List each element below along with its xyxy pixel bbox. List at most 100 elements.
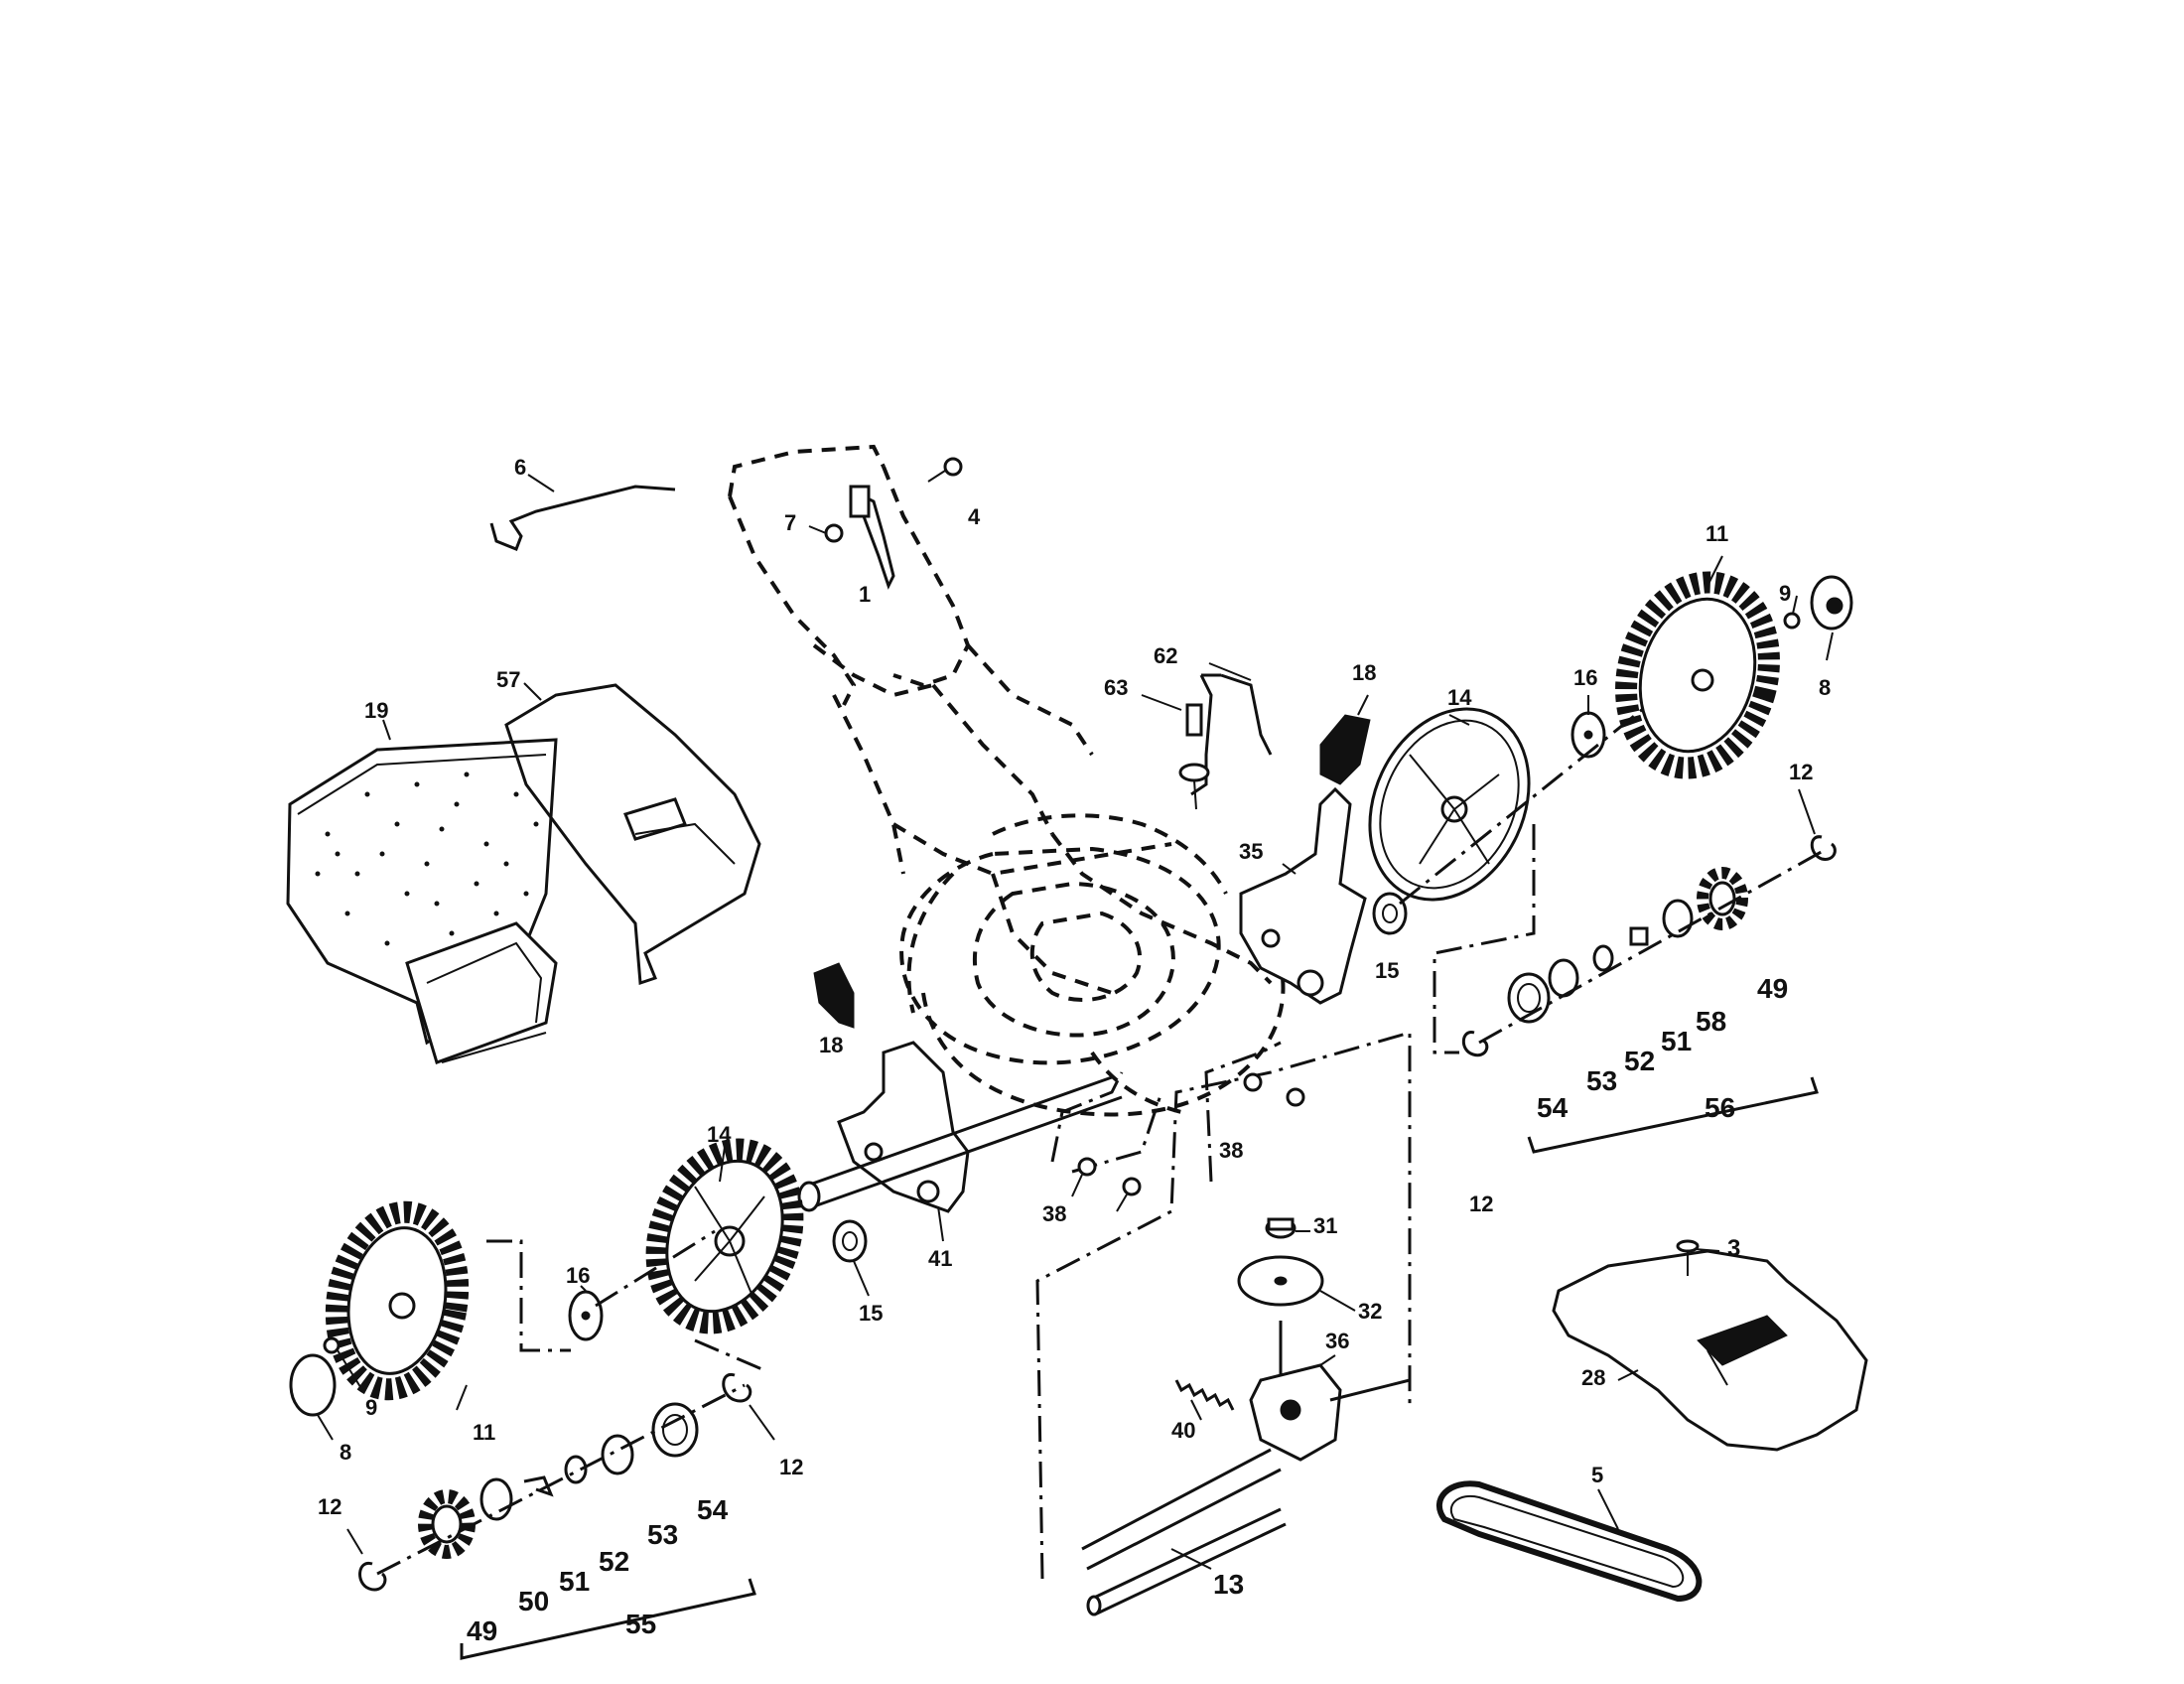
- label-9-right: 9: [1779, 581, 1791, 606]
- part-51-pawl-right: [1629, 926, 1649, 946]
- label-1: 1: [859, 582, 871, 607]
- part-19-grass-bag: [286, 738, 558, 1064]
- part-12-clip-left-lower: [358, 1561, 387, 1592]
- label-56: 56: [1705, 1092, 1735, 1123]
- part-38-nuts-left: [1071, 1157, 1142, 1212]
- part-63-bolt: [1178, 703, 1210, 810]
- bracket-transmission: [1035, 1031, 1412, 1580]
- label-15-left: 15: [859, 1301, 883, 1326]
- part-38-nuts-right: [1243, 1072, 1305, 1107]
- part-12-clip-left-upper: [722, 1372, 752, 1403]
- label-12-upper-left: 12: [779, 1455, 803, 1479]
- part-32-pulley: [1237, 1255, 1324, 1307]
- label-4: 4: [968, 504, 981, 529]
- part-58-washer-right: [1662, 899, 1694, 938]
- label-49-left: 49: [467, 1615, 497, 1646]
- part-8-hubcap-right: [1810, 575, 1853, 631]
- part-50-washer-left: [479, 1477, 513, 1521]
- part-53-washer-left: [601, 1434, 634, 1475]
- bracket-left-gear-set: [694, 1338, 765, 1372]
- part-36-transmission: [1249, 1321, 1411, 1462]
- part-13-axle: [1081, 1448, 1287, 1616]
- part-40-spring: [1174, 1379, 1235, 1411]
- label-51-left: 51: [559, 1566, 590, 1597]
- part-11-tire-right: [1615, 571, 1780, 779]
- part-18-cover-left: [813, 962, 855, 1029]
- axis-line-right-gear: [1478, 847, 1828, 1045]
- label-11-right: 11: [1706, 521, 1728, 546]
- label-8-right: 8: [1819, 675, 1831, 700]
- label-52-right: 52: [1624, 1046, 1655, 1076]
- part-52-spring-right: [1592, 944, 1614, 972]
- label-51-right: 51: [1661, 1026, 1692, 1056]
- label-12-upper-right: 12: [1789, 760, 1813, 784]
- label-49-right: 49: [1757, 973, 1788, 1004]
- label-28: 28: [1581, 1365, 1605, 1390]
- part-12-clip-right-lower: [1461, 1031, 1489, 1057]
- deck-outline: [899, 813, 1286, 1117]
- label-9-left: 9: [365, 1395, 377, 1420]
- label-13: 13: [1213, 1569, 1244, 1600]
- part-49-gear-left: [418, 1489, 476, 1559]
- label-18-top: 18: [1352, 660, 1376, 685]
- axis-line-left-gear: [376, 1383, 746, 1576]
- part-6-rod: [489, 485, 676, 551]
- label-57: 57: [496, 667, 520, 692]
- label-32: 32: [1358, 1299, 1382, 1324]
- part-54-ring-left: [651, 1402, 699, 1458]
- part-8-hubcap-left: [289, 1353, 337, 1417]
- part-1-bracket: [808, 457, 963, 590]
- label-63: 63: [1104, 675, 1128, 700]
- bag-texture: [315, 772, 539, 946]
- label-19: 19: [364, 698, 388, 723]
- label-16-left: 16: [566, 1263, 590, 1288]
- label-55: 55: [625, 1609, 656, 1639]
- part-12-clip-right-upper: [1810, 835, 1837, 861]
- part-3-screw: [1676, 1239, 1700, 1276]
- label-41: 41: [928, 1246, 952, 1271]
- bracket-left-wheel: [486, 1239, 571, 1352]
- part-5-belt: [1436, 1480, 1703, 1603]
- label-31: 31: [1313, 1213, 1337, 1238]
- part-41-adjuster: [837, 1041, 970, 1213]
- label-35: 35: [1239, 839, 1263, 864]
- label-8-left: 8: [340, 1440, 351, 1465]
- part-35-adjuster: [1239, 786, 1367, 1005]
- axis-line-right-wheel: [1399, 703, 1649, 906]
- label-12-lower-right: 12: [1469, 1192, 1493, 1216]
- label-36: 36: [1325, 1329, 1349, 1353]
- label-12-lower-left: 12: [318, 1494, 341, 1519]
- bracket-55: [460, 1578, 756, 1660]
- part-15-bearing-left: [832, 1219, 868, 1263]
- bracket-56: [1527, 1076, 1819, 1154]
- part-49-gear-right: [1697, 867, 1748, 930]
- part-16-washer-right: [1570, 711, 1606, 759]
- label-54-right: 54: [1537, 1092, 1569, 1123]
- label-16-right: 16: [1573, 665, 1597, 690]
- part-14-wheel-left: [645, 1138, 804, 1334]
- label-18-left: 18: [819, 1033, 843, 1057]
- label-11-left: 11: [473, 1420, 495, 1445]
- leader-lines: [317, 474, 1834, 1570]
- label-40: 40: [1171, 1418, 1195, 1443]
- label-38-right: 38: [1219, 1138, 1243, 1163]
- part-57-bag-frame: [504, 683, 761, 986]
- label-14-left: 14: [707, 1122, 732, 1147]
- bracket-38-left: [1050, 1071, 1124, 1163]
- part-31-nut: [1265, 1217, 1297, 1239]
- part-9-nut-right: [1783, 612, 1801, 630]
- part-16-washer-left: [568, 1290, 604, 1341]
- label-15-right: 15: [1375, 958, 1399, 983]
- bracket-38-right: [1204, 1041, 1282, 1183]
- axis-line-left-wheel: [595, 1229, 716, 1308]
- label-6: 6: [514, 455, 526, 480]
- part-18-cover-top: [1319, 714, 1371, 785]
- part-14-wheel-right: [1368, 707, 1531, 902]
- part-11-tire-left: [325, 1200, 470, 1401]
- part-9-nut-left: [323, 1336, 341, 1354]
- label-53-right: 53: [1586, 1065, 1617, 1096]
- label-53-left: 53: [647, 1519, 678, 1550]
- label-62: 62: [1154, 643, 1177, 668]
- label-58: 58: [1696, 1006, 1726, 1037]
